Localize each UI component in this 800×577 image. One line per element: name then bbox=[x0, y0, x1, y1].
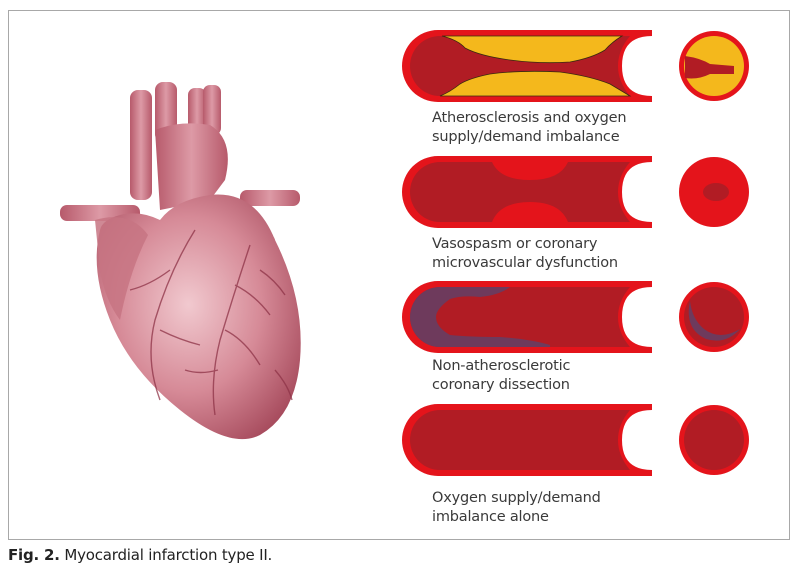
label-line: Oxygen supply/demand bbox=[432, 490, 601, 506]
panel-label-vasospasm: Vasospasm or coronary microvascular dysf… bbox=[432, 235, 618, 273]
vessel-longitudinal-dissection bbox=[402, 281, 749, 353]
heart-illustration bbox=[60, 82, 301, 440]
panel-label-imbalance: Oxygen supply/demand imbalance alone bbox=[432, 489, 601, 527]
label-line: Non-atherosclerotic bbox=[432, 358, 571, 374]
label-line: coronary dissection bbox=[432, 377, 570, 393]
label-line: Vasospasm or coronary bbox=[432, 236, 598, 252]
label-line: imbalance alone bbox=[432, 509, 549, 525]
caption-label: Fig. 2. bbox=[8, 546, 60, 564]
panel-label-dissection: Non-atherosclerotic coronary dissection bbox=[432, 357, 570, 395]
label-line: microvascular dysfunction bbox=[432, 255, 618, 271]
panel-label-atherosclerosis: Atherosclerosis and oxygen supply/demand… bbox=[432, 109, 627, 147]
vessel-longitudinal-vasospasm bbox=[402, 156, 749, 228]
label-line: Atherosclerosis and oxygen bbox=[432, 110, 627, 126]
vessel-longitudinal-atherosclerosis bbox=[402, 30, 749, 102]
label-line: supply/demand imbalance bbox=[432, 129, 620, 145]
caption-text: Myocardial infarction type II. bbox=[59, 546, 273, 564]
vessel-longitudinal-imbalance bbox=[402, 404, 749, 476]
figure-caption: Fig. 2. Myocardial infarction type II. bbox=[8, 546, 272, 564]
